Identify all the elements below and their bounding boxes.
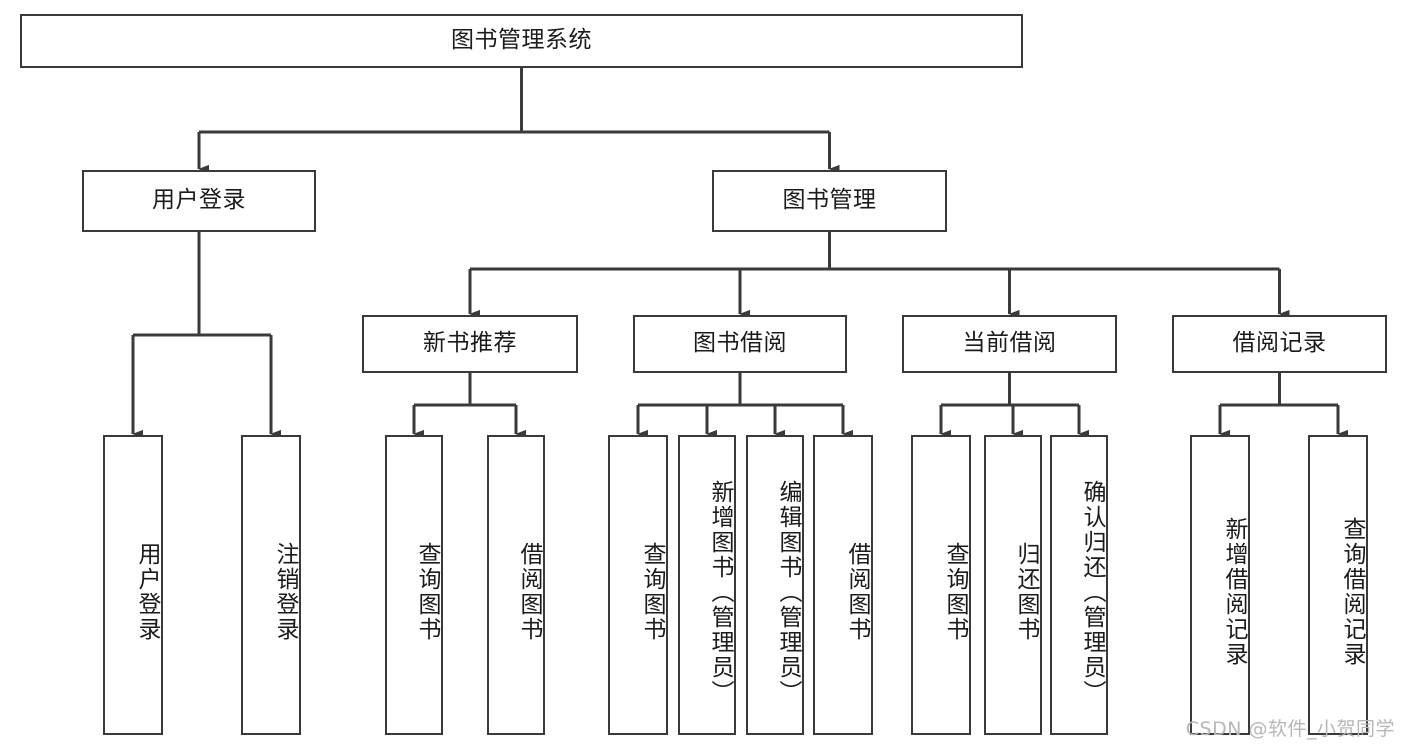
- node-leaf-query-record[interactable]: 查询借阅记录: [1308, 435, 1368, 735]
- node-leaf-add-record[interactable]: 新增借阅记录: [1190, 435, 1250, 735]
- node-label: 图书借阅: [693, 330, 787, 357]
- node-leaf-query-book-3[interactable]: 查询图书: [911, 435, 971, 735]
- node-label: 查询图书: [942, 542, 968, 642]
- node-label: 用户登录: [152, 187, 246, 214]
- node-book-borrow[interactable]: 图书借阅: [633, 315, 847, 373]
- node-leaf-borrow-book-2[interactable]: 借阅图书: [813, 435, 873, 735]
- node-label: 当前借阅: [962, 330, 1057, 357]
- node-new-book-recommend[interactable]: 新书推荐: [362, 315, 578, 373]
- node-leaf-query-book-1[interactable]: 查询图书: [385, 435, 443, 735]
- node-leaf-logout[interactable]: 注销登录: [241, 435, 301, 735]
- node-label: 新增借阅记录: [1221, 517, 1247, 667]
- node-borrow-record[interactable]: 借阅记录: [1172, 315, 1387, 373]
- node-label: 归还图书: [1013, 542, 1039, 642]
- node-label: 查询图书: [414, 542, 440, 642]
- node-label: 确认归还（管理员）: [1079, 479, 1105, 705]
- node-label: 借阅图书: [844, 542, 870, 642]
- node-label: 借阅图书: [516, 542, 542, 642]
- node-book-management[interactable]: 图书管理: [712, 170, 947, 232]
- node-root[interactable]: 图书管理系统: [20, 14, 1023, 68]
- node-leaf-query-book-2[interactable]: 查询图书: [608, 435, 668, 735]
- node-leaf-edit-book[interactable]: 编辑图书（管理员）: [746, 435, 804, 735]
- node-label: 查询借阅记录: [1339, 517, 1365, 667]
- node-label: 新书推荐: [423, 330, 517, 357]
- node-current-borrow[interactable]: 当前借阅: [902, 315, 1117, 373]
- node-leaf-add-book[interactable]: 新增图书（管理员）: [678, 435, 736, 735]
- node-leaf-confirm-return[interactable]: 确认归还（管理员）: [1050, 435, 1108, 735]
- node-label: 编辑图书（管理员）: [775, 479, 801, 705]
- node-leaf-return-book[interactable]: 归还图书: [984, 435, 1042, 735]
- csdn-watermark: CSDN @软件_小贺同学: [1185, 718, 1395, 740]
- node-label: 注销登录: [272, 542, 298, 642]
- node-label: 新增图书（管理员）: [707, 479, 733, 705]
- node-leaf-user-login[interactable]: 用户登录: [103, 435, 163, 735]
- node-user-login[interactable]: 用户登录: [82, 170, 316, 232]
- node-label: 查询图书: [639, 542, 665, 642]
- node-label: 图书管理系统: [451, 27, 592, 54]
- node-label: 用户登录: [134, 542, 160, 642]
- node-label: 借阅记录: [1232, 330, 1327, 357]
- node-leaf-borrow-book-1[interactable]: 借阅图书: [487, 435, 545, 735]
- node-label: 图书管理: [782, 187, 877, 214]
